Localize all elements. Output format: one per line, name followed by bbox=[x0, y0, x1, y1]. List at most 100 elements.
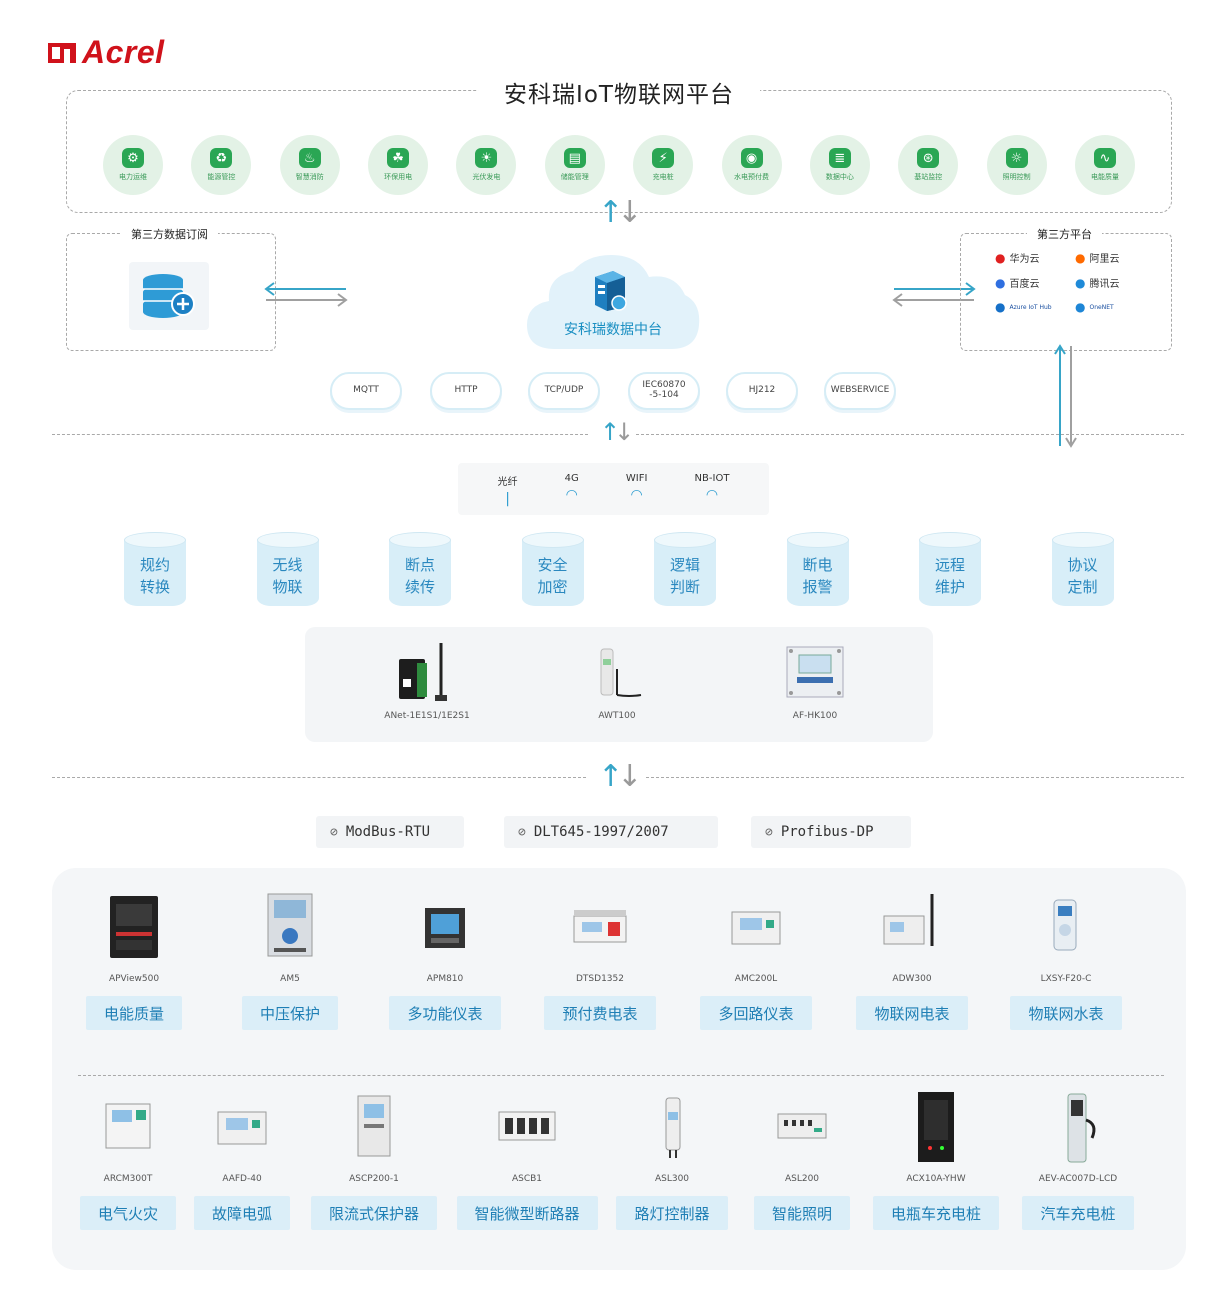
network-items: 光纤|4G◠WIFI◠NB-IOT◠ bbox=[474, 473, 753, 506]
feature-row: 规约转换无线物联断点续传安全加密逻辑判断断电报警远程维护协议定制 bbox=[124, 532, 1114, 612]
link-icon: ⊘ bbox=[330, 824, 338, 840]
feature-label-line1: 逻辑 bbox=[669, 556, 700, 574]
platform-module[interactable]: ☘环保用电 bbox=[368, 135, 429, 195]
gateway-item: ANet-1E1S1/1E2S1 bbox=[379, 639, 475, 721]
third-party-platform-item[interactable]: ●OneNET bbox=[1075, 300, 1155, 314]
platform-module[interactable]: ♨智慧消防 bbox=[279, 135, 340, 195]
updown-arrows-icon: ↑↓ bbox=[598, 195, 642, 230]
feature-label-line2: 定制 bbox=[1067, 578, 1098, 596]
field-protocol-tag: ⊘ ModBus-RTU bbox=[316, 816, 464, 848]
cylinder-top bbox=[521, 532, 584, 548]
third-party-platform-grid: ●华为云●阿里云●百度云●腾讯云●Azure IoT Hub●OneNET bbox=[995, 250, 1155, 315]
protocol-cloud: TCP/UDP bbox=[528, 372, 600, 410]
platform-module[interactable]: ☀ 光伏发电 bbox=[456, 135, 517, 195]
third-party-platform-label: 阿里云 bbox=[1089, 254, 1120, 265]
cylinder-body bbox=[521, 540, 584, 606]
platform-module[interactable]: ⊛ 基站监控 bbox=[898, 135, 959, 195]
gateway-afhk-icon bbox=[786, 646, 844, 698]
gateway-box: ANet-1E1S1/1E2S1 AWT100 AF-HK100 bbox=[305, 627, 933, 742]
platform-module[interactable]: ⚡充电桩 bbox=[633, 135, 694, 195]
cylinder-body bbox=[1051, 540, 1114, 606]
database-add-icon bbox=[129, 262, 209, 330]
third-party-platform-item[interactable]: ●Azure IoT Hub bbox=[995, 300, 1075, 314]
third-party-platform-item[interactable]: ●百度云 bbox=[995, 275, 1075, 291]
feature-label-line1: 无线 bbox=[272, 556, 303, 574]
platform-module-label: 光伏发电 bbox=[472, 173, 501, 181]
device-image-icon bbox=[96, 1090, 160, 1164]
gateway-anet-icon bbox=[399, 643, 447, 701]
cylinder-body bbox=[786, 540, 849, 606]
protocol-cloud: MQTT bbox=[330, 372, 402, 410]
device-image-icon bbox=[210, 1090, 274, 1164]
cylinder-body bbox=[256, 540, 319, 606]
feature-cylinder: 远程维护 bbox=[919, 532, 981, 610]
platform-module-label: 基站监控 bbox=[914, 173, 943, 181]
device-model: APM810 bbox=[426, 974, 464, 984]
device-category: 电能质量 bbox=[85, 996, 182, 1030]
gateway-model: AF-HK100 bbox=[792, 711, 838, 721]
field-protocol-label: Profibus-DP bbox=[780, 824, 874, 840]
third-party-subscription-title: 第三方数据订阅 bbox=[121, 226, 218, 242]
feature-label: 远程维护 bbox=[919, 554, 981, 598]
third-party-platform-title: 第三方平台 bbox=[1027, 226, 1102, 242]
platform-module[interactable]: ▤储能管理 bbox=[544, 135, 605, 195]
feature-label: 协议定制 bbox=[1052, 554, 1114, 598]
platform-module[interactable]: ☼照明控制 bbox=[986, 135, 1047, 195]
device-model: ASCB1 bbox=[511, 1174, 543, 1184]
cylinder-top bbox=[389, 532, 451, 548]
platform-module[interactable]: ⚙电力运维 bbox=[103, 135, 163, 195]
storage-icon: ▤ bbox=[563, 148, 586, 168]
device-image-icon bbox=[495, 1090, 559, 1164]
platform-module[interactable]: ◉水电预付费 bbox=[721, 135, 782, 195]
device-category: 多功能仪表 bbox=[389, 996, 501, 1030]
fiber-icon: | bbox=[505, 491, 510, 507]
field-protocol-tag: ⊘ Profibus-DP bbox=[751, 816, 911, 848]
huawei-cloud-icon: ● bbox=[995, 250, 1006, 265]
platform-module[interactable]: ♻能源管控 bbox=[191, 135, 252, 195]
feature-cylinder: 断电报警 bbox=[786, 532, 849, 610]
third-party-platform-item[interactable]: ●腾讯云 bbox=[1075, 275, 1155, 291]
onenet-icon: ● bbox=[1075, 300, 1086, 314]
solar-icon: ☀ bbox=[475, 148, 498, 168]
fire-safety-icon: ♨ bbox=[298, 148, 321, 168]
platform-module[interactable]: ∿电能质量 bbox=[1074, 135, 1135, 195]
prepaid-icon: ◉ bbox=[740, 148, 763, 168]
tencent-cloud-icon: ● bbox=[1075, 275, 1086, 290]
platform-module[interactable]: ≣数据中心 bbox=[809, 135, 870, 195]
right-vertical-arrows-icon bbox=[1054, 344, 1077, 448]
left-exchange-arrows-icon bbox=[264, 282, 348, 307]
device-category: 路灯控制器 bbox=[616, 1196, 728, 1230]
power-quality-icon: ∿ bbox=[1093, 148, 1116, 168]
third-party-platform-item[interactable]: ●华为云 bbox=[995, 250, 1075, 266]
base-station-icon: ⊛ bbox=[917, 148, 940, 168]
device-item[interactable]: APM810 多功能仪表 bbox=[375, 890, 515, 1030]
feature-label-line1: 远程 bbox=[934, 556, 965, 574]
gateway-model: AWT100 bbox=[598, 711, 636, 721]
third-party-platform-label: OneNET bbox=[1089, 303, 1114, 311]
feature-cylinder: 安全加密 bbox=[521, 532, 584, 610]
device-model: AEV-AC007D-LCD bbox=[1038, 1174, 1118, 1184]
cylinder-top bbox=[1051, 532, 1114, 548]
wifi-signal-icon: ◠ bbox=[630, 487, 643, 503]
brand-logo: Acrel bbox=[48, 34, 165, 71]
feature-label-line2: 续传 bbox=[404, 578, 435, 596]
third-party-platform-item[interactable]: ●阿里云 bbox=[1075, 250, 1155, 266]
network-label: 4G bbox=[564, 473, 579, 484]
device-category: 中压保护 bbox=[241, 996, 338, 1030]
third-party-platform-box: 第三方平台 ●华为云●阿里云●百度云●腾讯云●Azure IoT Hub●One… bbox=[960, 226, 1172, 351]
